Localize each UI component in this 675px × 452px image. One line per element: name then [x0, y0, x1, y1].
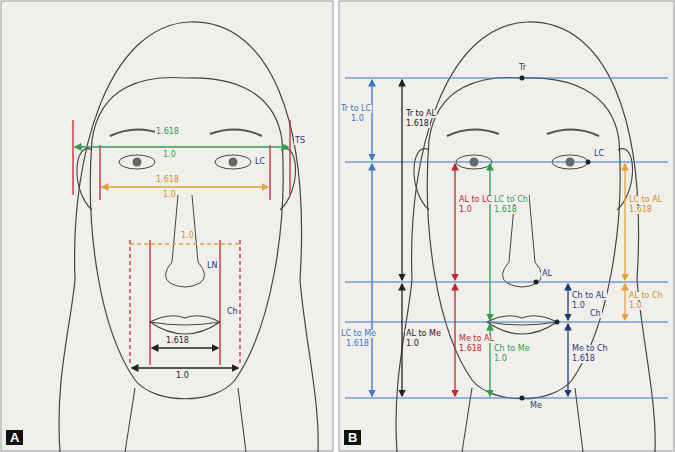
measure-name: Me to AL	[458, 335, 495, 343]
measure-name: Me to Ch	[571, 345, 609, 353]
ratio-value: 1.618	[493, 206, 518, 214]
ratio-value: 1.0	[180, 232, 195, 240]
ratio-value: 1.0	[350, 115, 365, 123]
ratio-value: 1.618	[345, 340, 370, 348]
measure-name: AL to Me	[405, 330, 442, 338]
ratio-value: 1.618	[571, 355, 596, 363]
measure-name: LC to AL	[628, 196, 663, 204]
ratio-value: 1.618	[155, 128, 180, 136]
ratio-value: 1.618	[628, 206, 653, 214]
panel-letter: A	[6, 430, 23, 445]
measure-name: Ch to Me	[493, 345, 531, 353]
ratio-value: 1.0	[162, 191, 177, 199]
ratio-value: 1.618	[165, 337, 190, 345]
ratio-value: 1.0	[493, 355, 508, 363]
ratio-value: 1.0	[628, 302, 643, 310]
ratio-value: 1.0	[571, 302, 586, 310]
landmark-tag: AL	[541, 270, 553, 278]
panel-letter: B	[344, 430, 361, 445]
measure-name: Ch to AL	[571, 292, 607, 300]
measure-name: LC to Me	[340, 330, 377, 338]
landmark-tag: Tr	[518, 64, 527, 72]
measure-name: LC to Ch	[493, 196, 529, 204]
landmark-tag: LN	[206, 262, 218, 270]
landmark-tag: LC	[254, 158, 266, 166]
landmark-tag: Me	[529, 402, 543, 410]
ratio-value: 1.618	[405, 120, 430, 128]
ratio-value: 1.0	[175, 372, 190, 380]
landmark-tag: Ch	[226, 308, 239, 316]
landmark-tag: TS	[294, 137, 306, 145]
measure-name: AL to Ch	[628, 292, 664, 300]
landmark-tag: LC	[593, 150, 605, 158]
ratio-value: 1.618	[155, 176, 180, 184]
measure-name: Tr to LC	[340, 105, 372, 113]
landmark-tag: Ch	[589, 310, 602, 318]
ratio-value: 1.0	[162, 151, 177, 159]
ratio-value: 1.0	[458, 206, 473, 214]
ratio-value: 1.618	[458, 345, 483, 353]
measure-name: Tr to AL	[405, 110, 437, 118]
measure-name: AL to LC	[458, 196, 493, 204]
ratio-value: 1.0	[405, 340, 420, 348]
